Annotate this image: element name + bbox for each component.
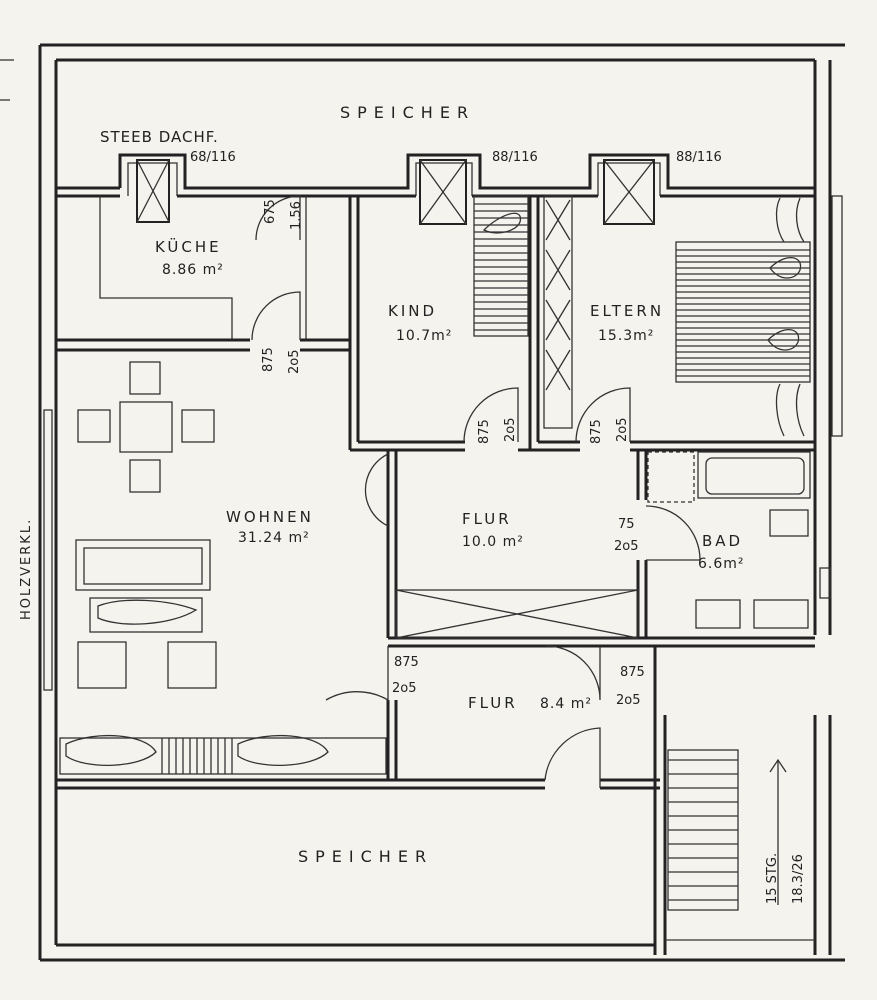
stairs-steps-label: 15 STG. (765, 853, 780, 904)
bad-area: 6.6m² (698, 556, 745, 572)
speicher-top-label: SPEICHER (340, 103, 475, 122)
window-size-2: 88/116 (492, 150, 538, 165)
steeb-dachfenster-label: STEEB DACHF. (100, 128, 219, 146)
window-size-1: 68/116 (190, 150, 236, 165)
wohnen-area: 31.24 m² (238, 530, 310, 546)
bad-door-a: 75 (618, 517, 635, 532)
eltern-door-b: 2o5 (615, 418, 630, 443)
wohnen-lounge (59, 539, 387, 775)
wohnen-door-a: 875 (394, 655, 419, 670)
flur2-label: FLUR (468, 694, 518, 712)
kitchen-counter (99, 196, 307, 340)
bad-fixtures (647, 451, 831, 629)
eltern-door-a: 875 (589, 419, 604, 444)
doors (251, 195, 701, 788)
flur-door-a: 875 (620, 665, 645, 680)
wohnen-label: WOHNEN (226, 508, 314, 526)
eltern-area: 15.3m² (598, 328, 654, 344)
kueche-label: KÜCHE (155, 237, 222, 256)
eltern-label: ELTERN (590, 302, 664, 320)
wohnen-dining (77, 361, 215, 493)
speicher-boundary (56, 153, 815, 198)
kind-door-a: 875 (477, 419, 492, 444)
kind-area: 10.7m² (396, 328, 452, 344)
flur2-area: 8.4 m² (540, 696, 592, 712)
kueche-side-door-a: 675 (263, 199, 278, 224)
staircase (667, 749, 787, 911)
bad-door-b: 2o5 (614, 539, 639, 554)
stairs-size-label: 18.3/26 (791, 854, 806, 904)
flur-door-b: 2o5 (616, 693, 641, 708)
kueche-area: 8.86 m² (162, 262, 224, 278)
kueche-side-door-b: 1.56 (289, 201, 304, 230)
flur1-area: 10.0 m² (462, 534, 524, 550)
outer-walls (0, 43, 845, 962)
wohnen-door-b: 2o5 (392, 681, 417, 696)
holzverkleidung-wall (43, 409, 53, 691)
bad-label: BAD (702, 532, 743, 550)
kind-door-b: 2o5 (503, 418, 518, 443)
kind-label: KIND (388, 302, 437, 320)
kueche-door-b: 2o5 (287, 350, 302, 375)
window-size-3: 88/116 (676, 150, 722, 165)
flur-closet (395, 589, 639, 639)
interior-walls (56, 196, 815, 955)
roof-windows (136, 159, 655, 225)
holzverkleidung-label: HOLZVERKL. (19, 518, 34, 620)
kind-bed (473, 195, 573, 429)
eltern-bed (675, 195, 843, 437)
flur1-label: FLUR (462, 510, 512, 528)
speicher-bottom-label: SPEICHER (298, 847, 433, 866)
kueche-door-a: 875 (261, 347, 276, 372)
